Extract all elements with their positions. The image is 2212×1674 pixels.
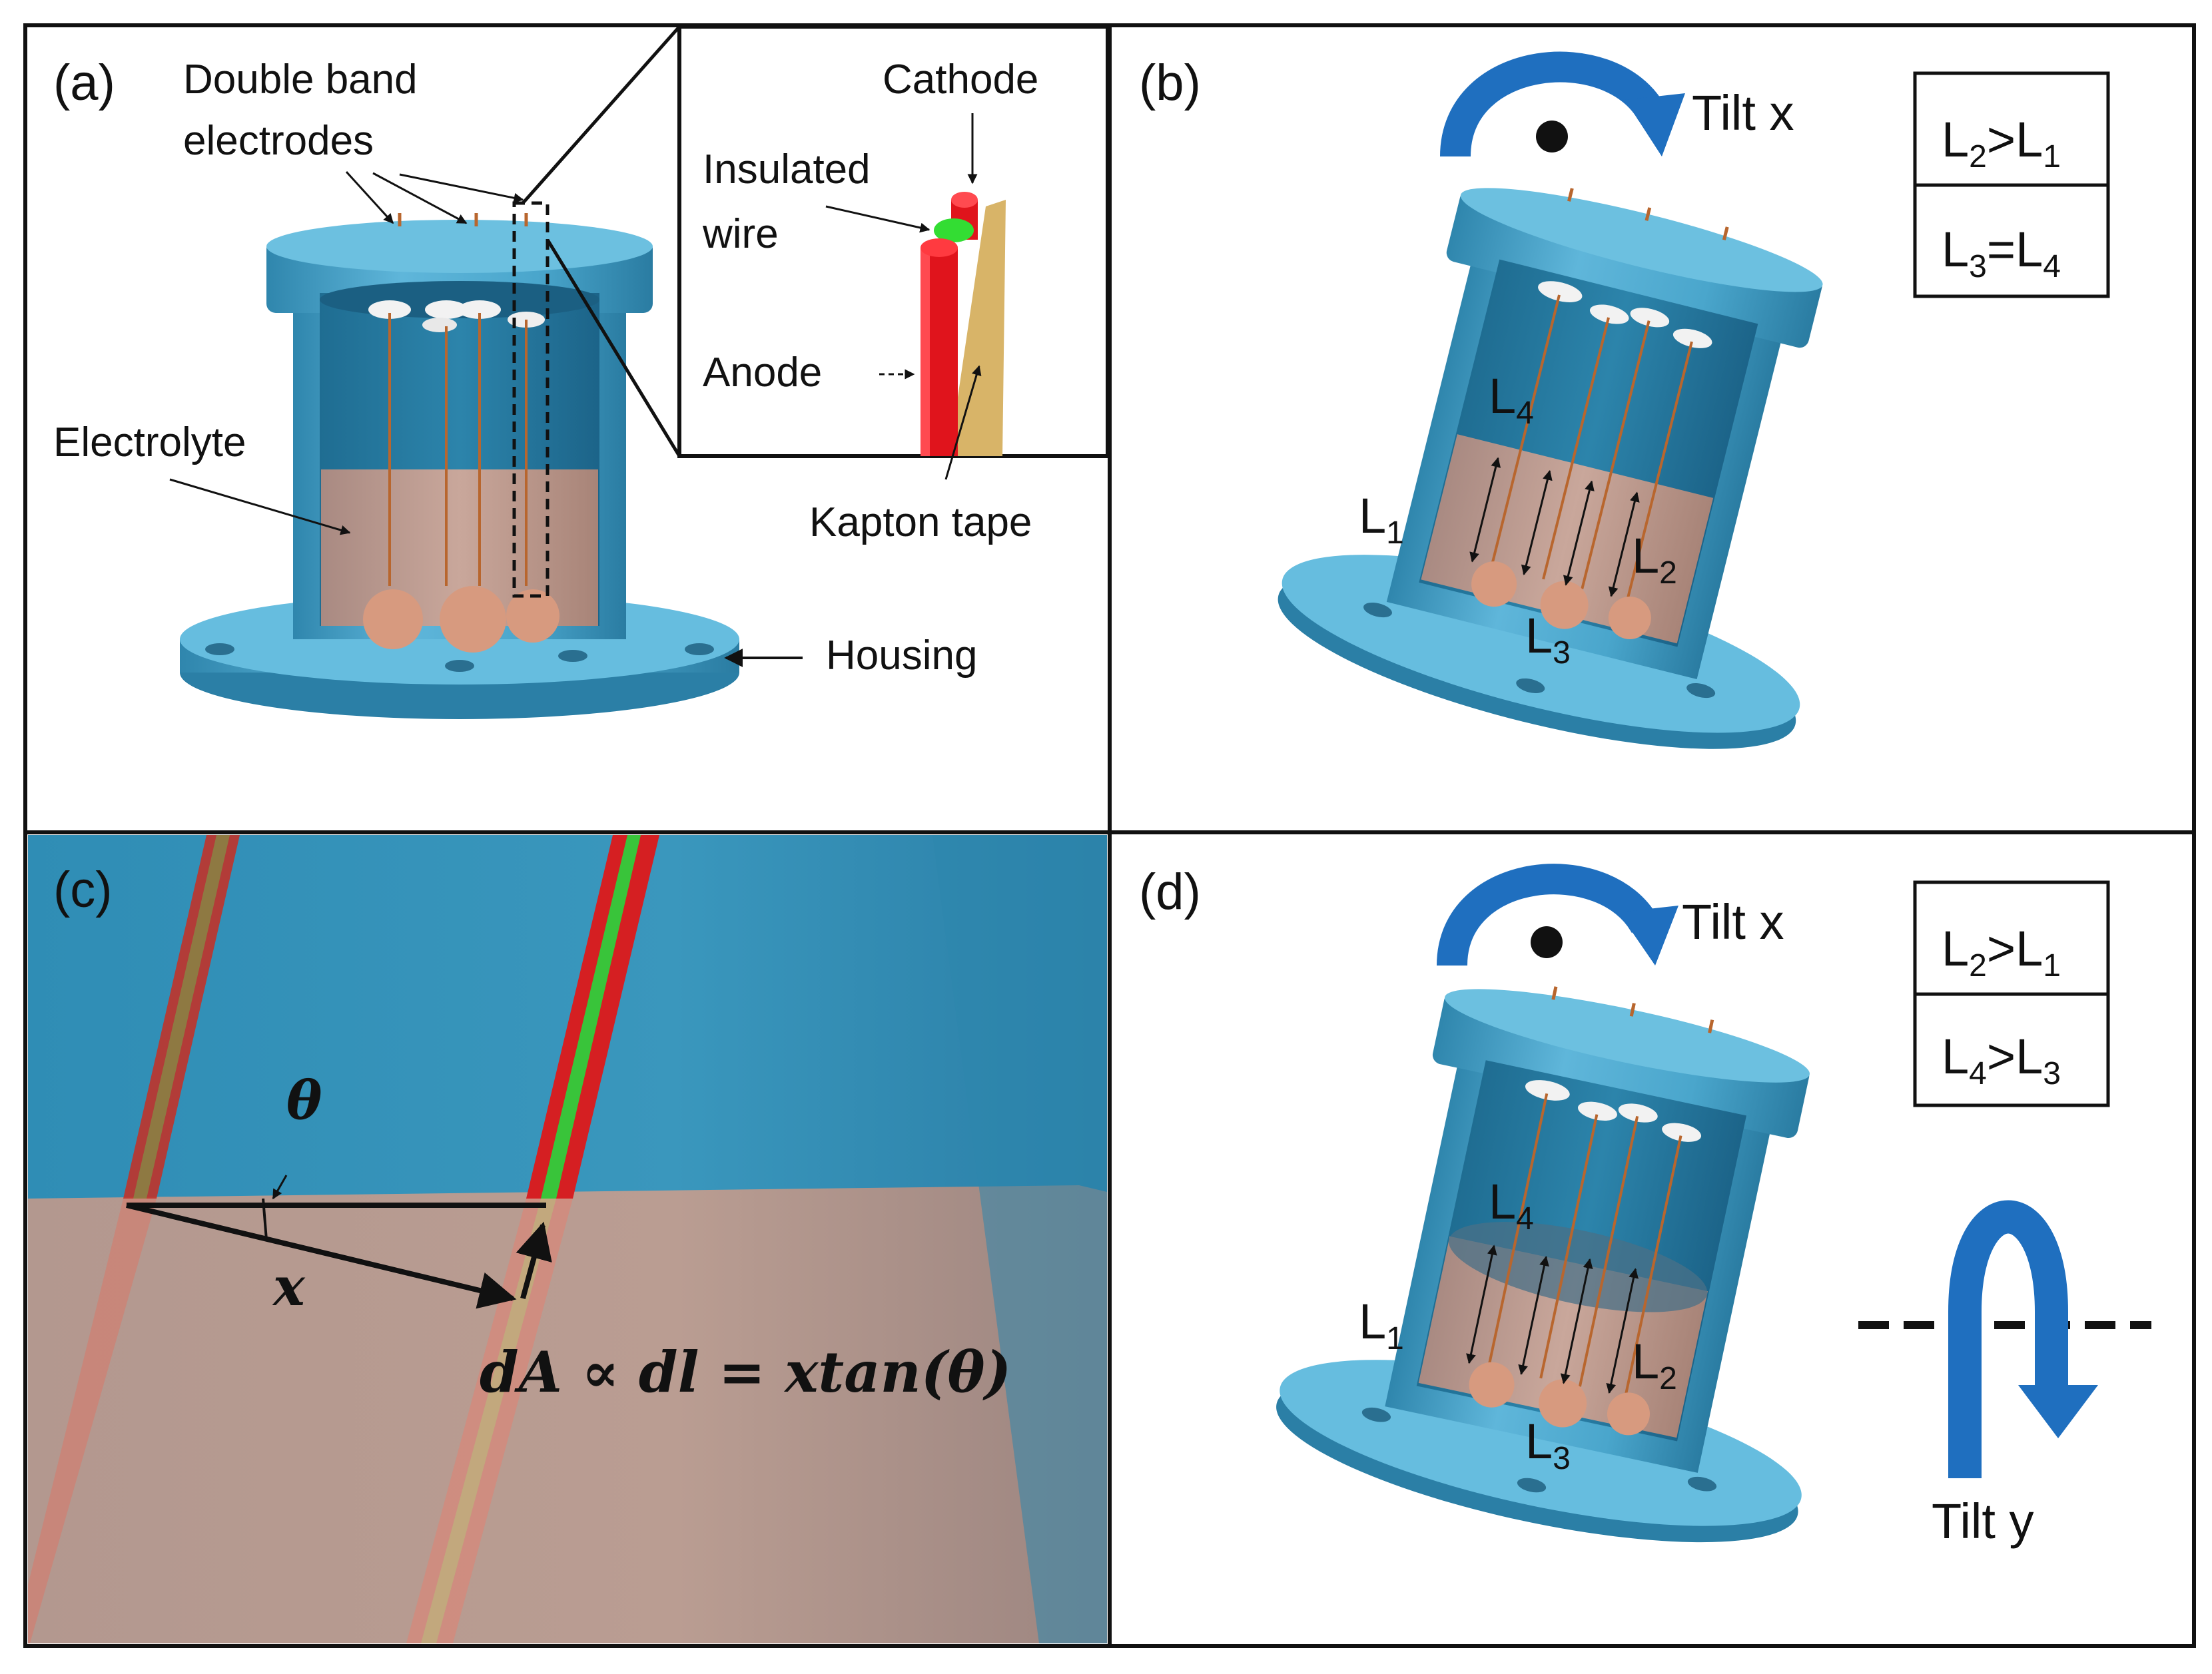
x-vector [126, 1203, 517, 1309]
inset-label-anode: Anode [703, 350, 822, 396]
panel-b-label: (b) [1139, 55, 1201, 111]
panel-a-label: (a) [53, 55, 115, 111]
theta-label: θ [286, 1069, 322, 1131]
dl-vector [516, 1221, 552, 1300]
housing-illustration-d [1276, 986, 1810, 1543]
panel-b: (b) Tilt x L2>L1 L3=L4 [1139, 51, 2110, 749]
inset-label-insulated-line1: Insulated [703, 146, 871, 192]
theta-tick [262, 1198, 268, 1241]
housing-illustration-b [1278, 188, 1823, 749]
length-l4-d: L4 [1489, 1174, 1534, 1237]
arrow-electrode-3 [399, 173, 524, 203]
inset-label-insulated-line2: wire [702, 211, 779, 257]
tilt-x-arrow-d [1437, 864, 1659, 967]
callout-double-band-line1: Double band [183, 57, 418, 103]
length-l2-b: L2 [1632, 528, 1677, 591]
zoom-line-top [522, 25, 681, 204]
tilt-x-label-b: Tilt x [1692, 85, 1794, 140]
length-l4-b: L4 [1489, 368, 1534, 431]
panel-d-label: (d) [1139, 864, 1201, 920]
length-l3-b: L3 [1525, 608, 1571, 671]
equation-label: dA ∝ dl = xtan(θ) [480, 1339, 1011, 1405]
length-l1-d: L1 [1359, 1294, 1404, 1356]
inset-label-cathode: Cathode [883, 57, 1038, 103]
length-l2-d: L2 [1632, 1334, 1677, 1396]
callout-electrolyte: Electrolyte [53, 419, 246, 465]
axis-dot-b [1536, 121, 1568, 152]
x-label: x [272, 1255, 306, 1318]
callout-double-band-line2: electrodes [183, 118, 374, 164]
arrow-electrode-1 [345, 170, 394, 224]
panel-a: (a) [53, 25, 1110, 719]
panel-c: (c) θ x dA ∝ dl = xtan(θ) [28, 835, 1107, 1643]
inset-label-kapton: Kapton tape [809, 499, 1032, 545]
panel-c-label: (c) [53, 862, 113, 918]
arrow-electrolyte [169, 478, 351, 535]
zoom-line-bottom [546, 238, 681, 457]
housing-illustration-a [180, 201, 739, 719]
arrow-electrode-2 [372, 172, 468, 224]
arrow-insulated [825, 205, 930, 233]
condition-d-row1: L2>L1 [1942, 921, 2061, 983]
condition-b-row1: L2>L1 [1942, 112, 2061, 174]
axis-dot-d [1531, 926, 1563, 958]
tilt-x-arrow-b [1440, 51, 1666, 158]
arrow-kapton [944, 365, 982, 480]
panel-c-electrolyte-region [28, 1185, 1107, 1643]
tilt-x-label-d: Tilt x [1682, 894, 1784, 950]
tilt-y-arrow [1948, 1200, 2068, 1478]
tilt-y-label: Tilt y [1932, 1494, 2033, 1549]
panel-d: (d) Tilt x L2>L1 L4>L3 [1139, 864, 2151, 1549]
theta-pointer [272, 1175, 288, 1200]
callout-housing: Housing [826, 633, 977, 679]
length-l1-b: L1 [1359, 488, 1404, 551]
length-l3-d: L3 [1525, 1414, 1571, 1476]
condition-d-row2: L4>L3 [1942, 1029, 2061, 1091]
condition-b-row2: L3=L4 [1942, 222, 2061, 284]
inset-electrode-detail [677, 25, 1110, 458]
